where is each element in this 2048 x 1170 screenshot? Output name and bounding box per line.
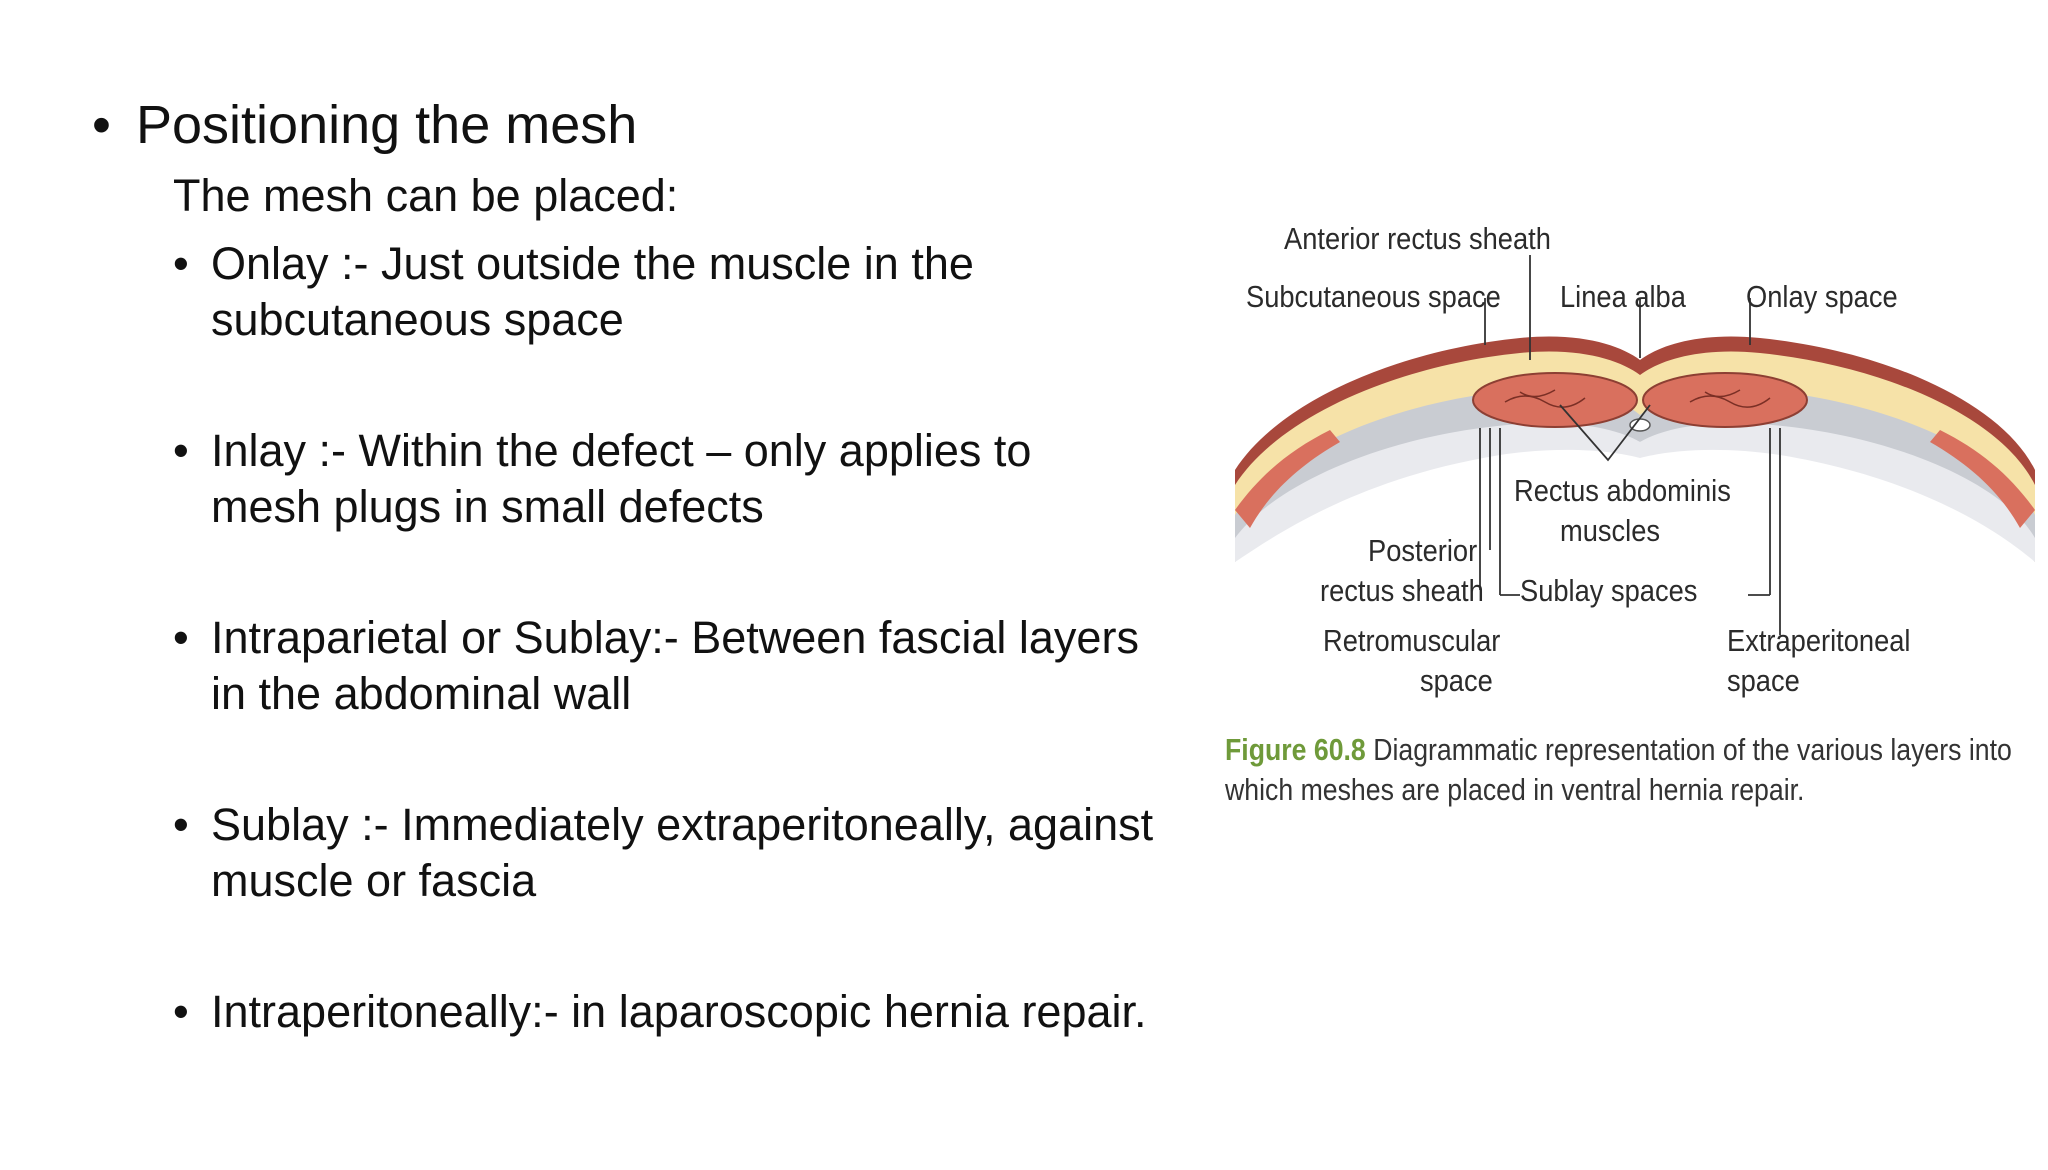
lateral-muscle-left bbox=[1235, 430, 1340, 528]
bullet-line: Inlay :- Within the defect – only applie… bbox=[211, 425, 1032, 476]
label-onlay-space: Onlay space bbox=[1746, 279, 1898, 314]
slide-heading: Positioning the mesh bbox=[136, 95, 638, 155]
label-sublay-spaces: Sublay spaces bbox=[1520, 573, 1698, 608]
fascia-layer bbox=[1235, 388, 2035, 562]
leader-lines bbox=[1479, 255, 1781, 635]
hernia-figure: Anterior rectus sheath Subcutaneous spac… bbox=[1220, 210, 2048, 1170]
label-extraperitoneal: Extraperitoneal bbox=[1727, 623, 1911, 658]
bullet-glyph: • bbox=[173, 238, 189, 289]
label-retromuscular-space: space bbox=[1420, 663, 1493, 698]
label-anterior-rectus-sheath: Anterior rectus sheath bbox=[1284, 221, 1551, 256]
label-subcutaneous-space: Subcutaneous space bbox=[1246, 279, 1501, 314]
label-muscles: muscles bbox=[1560, 513, 1661, 548]
heading-row: • Positioning the mesh bbox=[92, 92, 637, 158]
bullet-line: mesh plugs in small defects bbox=[211, 481, 764, 532]
label-rectus-sheath: rectus sheath bbox=[1320, 573, 1484, 608]
bullet-line: subcutaneous space bbox=[211, 294, 624, 345]
caption-line-1: Diagrammatic representation of the vario… bbox=[1373, 732, 2012, 767]
muscle-fibers bbox=[1504, 389, 1771, 408]
figure-number: Figure 60.8 bbox=[1225, 732, 1366, 767]
linea-alba-mark bbox=[1629, 418, 1651, 432]
bullet-line: Intraparietal or Sublay:- Between fascia… bbox=[211, 612, 1139, 663]
figure-caption: Figure 60.8 Diagrammatic representation … bbox=[1225, 730, 2012, 810]
bullet-line: Sublay :- Immediately extraperitoneally,… bbox=[211, 799, 1154, 850]
label-linea-alba: Linea alba bbox=[1560, 279, 1686, 314]
label-rectus-abdominis: Rectus abdominis bbox=[1514, 473, 1731, 508]
bullet-glyph: • bbox=[173, 986, 189, 1037]
subheading: The mesh can be placed: bbox=[173, 170, 679, 221]
bullet-glyph: • bbox=[173, 799, 189, 850]
label-retromuscular: Retromuscular bbox=[1323, 623, 1501, 658]
bullet-glyph: • bbox=[173, 425, 189, 476]
peritoneum-layer bbox=[1235, 423, 2035, 562]
bullet-line: muscle or fascia bbox=[211, 855, 537, 906]
lateral-muscle-right bbox=[1930, 430, 2035, 528]
abdominal-wall-diagram bbox=[1235, 255, 2035, 635]
bullet-line: Onlay :- Just outside the muscle in the bbox=[211, 238, 974, 289]
label-extraperitoneal-space: space bbox=[1727, 663, 1800, 698]
bullet-line: in the abdominal wall bbox=[211, 668, 632, 719]
bullet-line: Intraperitoneally:- in laparoscopic hern… bbox=[211, 986, 1147, 1037]
rectus-muscle-left bbox=[1472, 372, 1638, 428]
bullet-glyph: • bbox=[92, 95, 111, 155]
caption-line-2: which meshes are placed in ventral herni… bbox=[1225, 772, 1805, 807]
label-posterior: Posterior bbox=[1368, 533, 1478, 568]
bullet-glyph: • bbox=[173, 612, 189, 663]
